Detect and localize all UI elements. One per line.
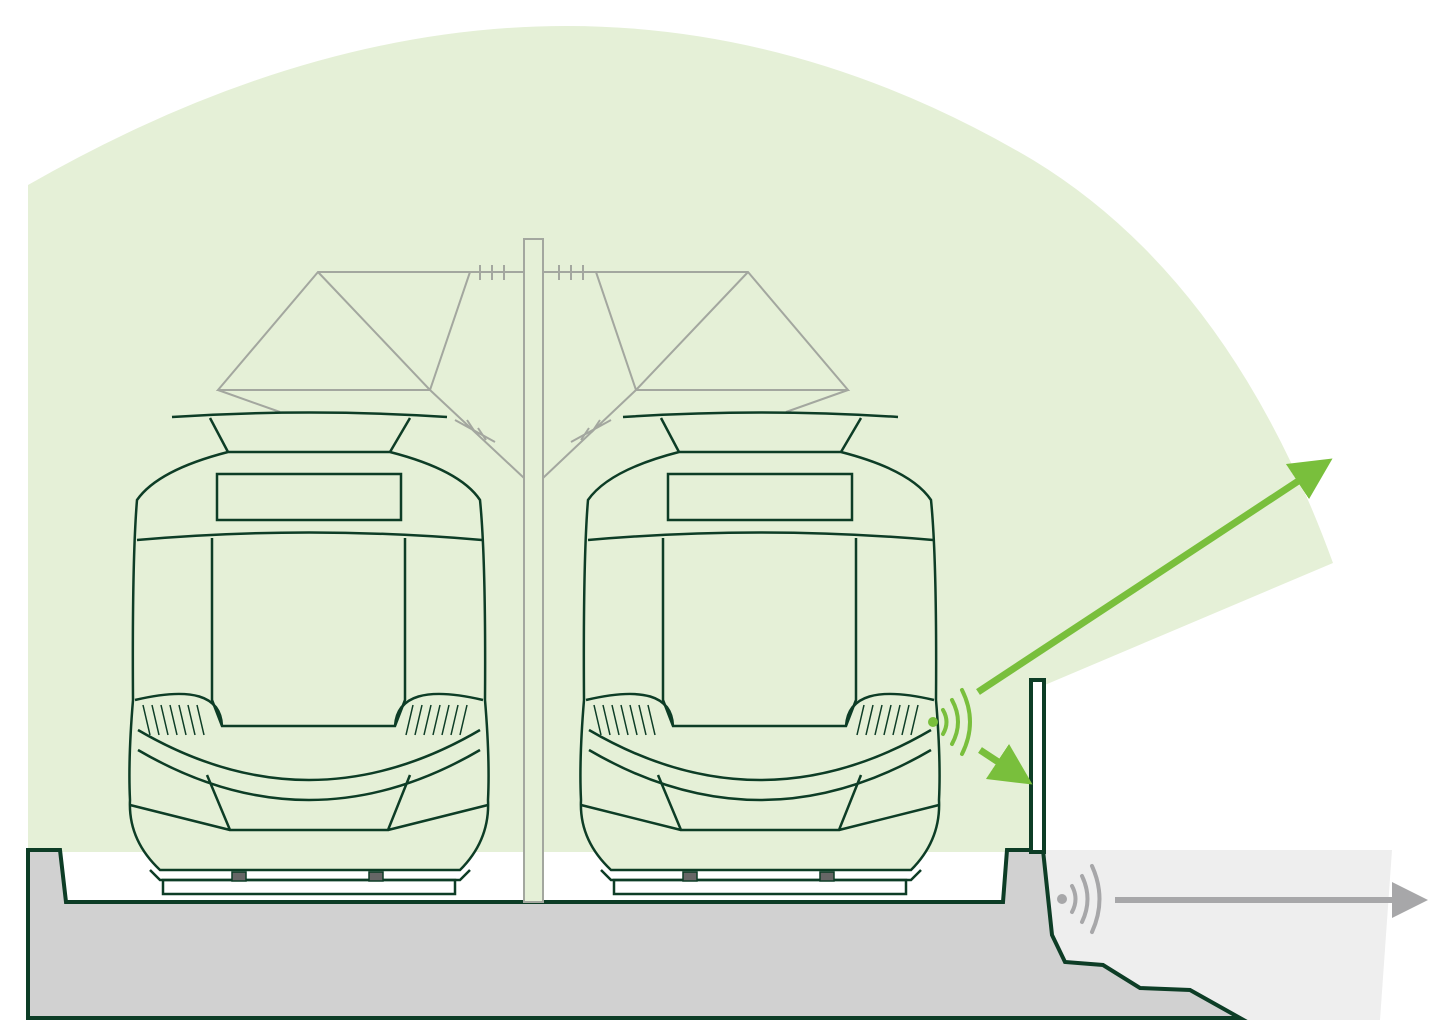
ground-slab xyxy=(26,848,1248,1020)
pantograph xyxy=(171,411,448,453)
destination-display xyxy=(215,472,403,522)
tram-body xyxy=(579,450,941,872)
right-cantilever xyxy=(542,271,851,479)
right-tram xyxy=(579,411,941,896)
catenary-mast xyxy=(523,238,544,903)
barrier-wall xyxy=(1029,678,1046,854)
front-panel xyxy=(134,692,484,802)
coupler-left xyxy=(231,871,247,882)
left-cantilever xyxy=(215,271,525,479)
coupler-right xyxy=(819,871,835,882)
blocked-zone xyxy=(1045,850,1392,1020)
weak-signal-waves-icon xyxy=(1057,864,1102,934)
left-tram xyxy=(128,411,490,896)
destination-display xyxy=(666,472,854,522)
windshield xyxy=(587,531,934,728)
insulators xyxy=(466,265,601,441)
signal-waves-icon xyxy=(928,688,972,756)
front-panel xyxy=(585,692,935,802)
pantograph xyxy=(622,411,899,453)
catenary-structure xyxy=(215,238,851,903)
windshield xyxy=(136,531,483,728)
tram-body xyxy=(128,450,490,872)
bumper xyxy=(129,774,489,882)
grille-vents xyxy=(142,704,468,736)
arrow-over-wall xyxy=(976,458,1333,695)
underframe xyxy=(161,878,457,896)
underframe xyxy=(612,878,908,896)
bumper xyxy=(580,774,940,882)
arrow-into-wall xyxy=(978,743,1033,785)
coupler-right xyxy=(368,871,384,882)
coupler-left xyxy=(682,871,698,882)
grille-vents xyxy=(593,704,919,736)
